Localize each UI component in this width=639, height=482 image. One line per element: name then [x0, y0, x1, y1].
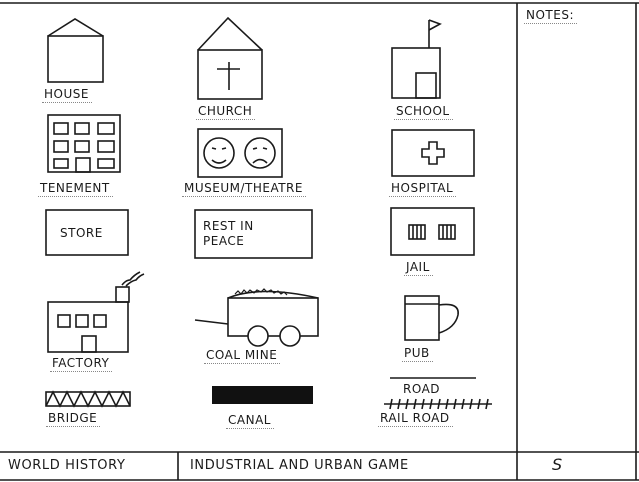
notes-area[interactable] [520, 26, 635, 446]
hospital-icon [391, 129, 475, 177]
museum-theatre-icon [197, 128, 283, 178]
pub-label: PUB [402, 346, 433, 362]
tenement-label: TENEMENT [38, 181, 113, 197]
railroad-label: RAIL ROAD [378, 411, 453, 427]
jail-label: JAIL [404, 260, 433, 276]
hospital-label: HOSPITAL [389, 181, 457, 197]
cemetery-icon [194, 209, 313, 259]
house-label: HOUSE [42, 87, 92, 103]
museum-theatre-label: MUSEUM/THEATRE [182, 181, 306, 197]
pub-icon [404, 295, 459, 341]
bridge-icon [45, 390, 131, 408]
school-label: SCHOOL [394, 104, 453, 120]
store-label: STORE [60, 226, 103, 240]
coal-mine-icon [194, 288, 319, 347]
canal-label: CANAL [226, 413, 274, 429]
church-icon [197, 16, 263, 100]
tenement-icon [47, 114, 121, 173]
house-icon [47, 18, 104, 83]
rest-in-peace-line1: REST IN [203, 219, 254, 233]
factory-icon [47, 271, 145, 353]
game-title: INDUSTRIAL AND URBAN GAME [190, 458, 409, 473]
rest-in-peace-line2: PEACE [203, 234, 245, 248]
church-label: CHURCH [196, 104, 256, 120]
course-name: WORLD HISTORY [8, 458, 126, 473]
initial-mark: S [552, 455, 563, 474]
notes-label: NOTES: [524, 8, 577, 24]
bridge-label: BRIDGE [46, 411, 101, 427]
factory-label: FACTORY [50, 356, 113, 372]
store-icon [45, 209, 129, 256]
school-icon [391, 19, 442, 99]
canal-icon [212, 386, 313, 404]
railroad-icon [384, 398, 492, 410]
coal-mine-label: COAL MINE [204, 348, 281, 364]
road-label: ROAD [403, 382, 441, 396]
jail-icon [390, 207, 475, 256]
